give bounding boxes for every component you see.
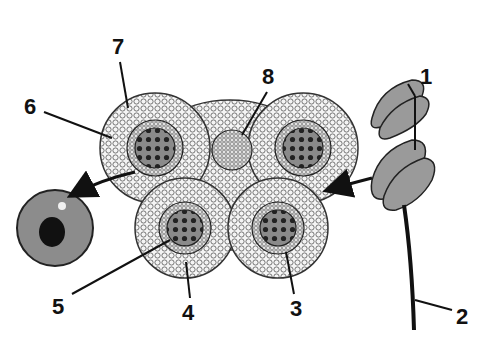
- callout-number: 7: [112, 36, 124, 58]
- callout-number: 5: [52, 296, 64, 318]
- callout-number: 2: [456, 306, 468, 328]
- callout-number: 3: [290, 298, 302, 320]
- callout-number: 6: [24, 96, 36, 118]
- callout-number: 1: [420, 66, 432, 88]
- callout-number: 8: [262, 66, 274, 88]
- callout-number: 4: [182, 302, 194, 324]
